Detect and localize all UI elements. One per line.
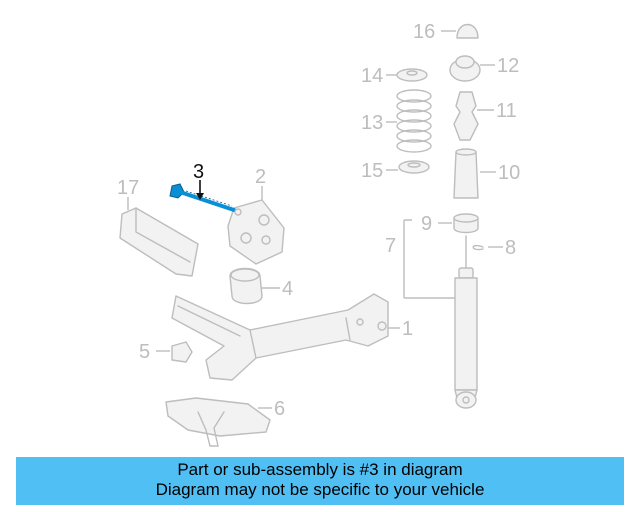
- part-11-bumpstop: 11: [453, 91, 517, 141]
- callout-9: 9: [421, 213, 432, 235]
- callout-10: 10: [498, 162, 520, 184]
- part-9-bushing: 9: [421, 213, 479, 235]
- callout-12: 12: [497, 55, 519, 77]
- part-7-shock: 7: [385, 219, 478, 409]
- part-13-spring: 13: [361, 89, 432, 153]
- part-17-bracket: 17: [117, 177, 199, 277]
- callout-1: 1: [402, 318, 413, 340]
- part-8-clip: 8: [472, 237, 516, 259]
- callout-2: 2: [255, 166, 266, 188]
- part-6-shield: 6: [165, 397, 285, 447]
- callout-15: 15: [361, 160, 383, 182]
- callout-8: 8: [505, 237, 516, 259]
- callout-11: 11: [496, 100, 517, 122]
- part-12-mount: 12: [449, 55, 519, 82]
- part-2-bracket: 2: [227, 166, 285, 265]
- part-14-seat: 14: [361, 65, 428, 87]
- callout-6: 6: [274, 398, 285, 420]
- callout-17: 17: [117, 177, 139, 199]
- callout-13: 13: [361, 112, 383, 134]
- callout-16: 16: [413, 21, 435, 43]
- parts-diagram: 16 12 14 13 11 15: [117, 21, 520, 447]
- info-banner: Part or sub-assembly is #3 in diagram Di…: [16, 457, 624, 505]
- callout-3: 3: [193, 161, 204, 183]
- part-16-cap: 16: [413, 21, 479, 43]
- callout-5: 5: [139, 341, 150, 363]
- part-4-bushing: 4: [229, 267, 293, 305]
- part-3-bolt: 3: [169, 161, 242, 216]
- part-15-seat: 15: [361, 160, 430, 182]
- callout-4: 4: [282, 278, 293, 300]
- part-10-boot: 10: [453, 148, 520, 199]
- part-5-bushing: 5: [139, 341, 193, 363]
- part-1-axle: 1: [171, 293, 413, 381]
- callout-14: 14: [361, 65, 383, 87]
- banner-line-1: Part or sub-assembly is #3 in diagram: [177, 460, 463, 479]
- banner-line-2: Diagram may not be specific to your vehi…: [155, 480, 485, 499]
- callout-7: 7: [385, 235, 396, 257]
